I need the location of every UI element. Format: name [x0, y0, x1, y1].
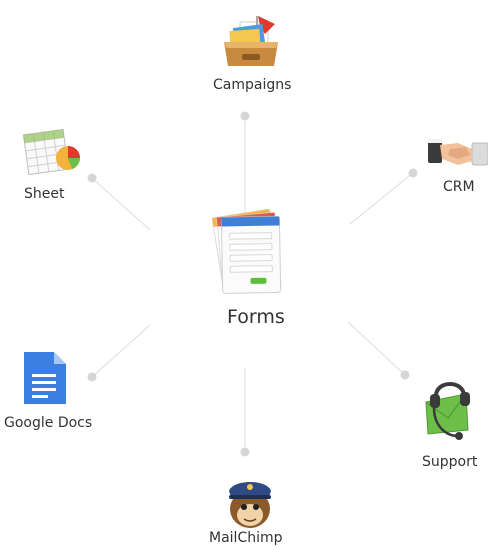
node-google-docs[interactable]: Google Docs [0, 350, 100, 435]
node-label-mailchimp: MailChimp [209, 530, 283, 546]
inbox-tray-icon [224, 16, 278, 66]
node-campaigns[interactable]: Campaigns [205, 12, 295, 96]
node-label-support: Support [422, 454, 478, 470]
node-sheet[interactable]: Sheet [20, 128, 90, 203]
spreadsheet-chart-icon [22, 128, 80, 176]
node-label-campaigns: Campaigns [213, 77, 292, 93]
center-label: Forms [227, 306, 285, 328]
node-label-sheet: Sheet [24, 186, 65, 202]
node-crm[interactable]: CRM [425, 130, 490, 200]
dot-mailchimp [240, 447, 250, 457]
dot-crm [408, 168, 418, 178]
dot-sheet [87, 173, 97, 183]
connector-google-docs [91, 324, 151, 378]
document-icon [24, 352, 66, 404]
connector-sheet [91, 177, 151, 231]
node-mailchimp[interactable]: MailChimp [205, 475, 295, 550]
connector-crm [349, 172, 414, 225]
handshake-icon [428, 139, 488, 166]
node-label-google-docs: Google Docs [4, 415, 93, 431]
forms-stack-icon [212, 209, 282, 294]
chimp-mascot-icon [229, 482, 271, 528]
dot-google-docs [87, 372, 97, 382]
center-node-forms[interactable]: Forms [200, 200, 296, 340]
connector-support [347, 321, 406, 376]
node-label-crm: CRM [443, 179, 475, 195]
dot-support [400, 370, 410, 380]
node-support[interactable]: Support [412, 380, 490, 475]
headset-icon [425, 382, 470, 440]
dot-campaigns [240, 111, 250, 121]
